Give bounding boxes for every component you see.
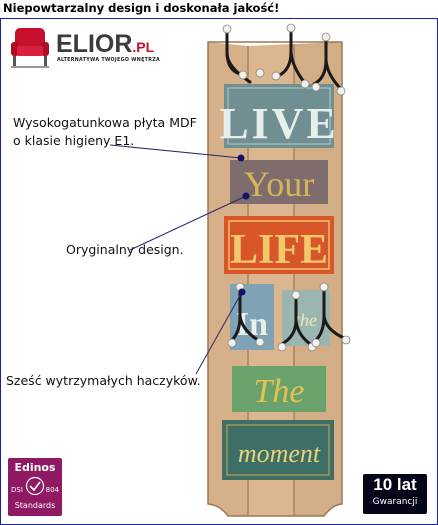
brand-tagline: ALTERNATYWA TWOJEGO WNĘTRZA <box>57 58 161 63</box>
warranty-years: 10 lat <box>373 475 417 494</box>
word-the: The <box>254 373 305 410</box>
callout-design: Oryginalny design. <box>66 242 184 257</box>
callout-hooks: Sześć wytrzymałych haczyków. <box>6 373 201 388</box>
shield-icon <box>25 476 45 496</box>
sign-the <box>232 366 326 412</box>
word-the-small: the <box>295 310 317 330</box>
brand-suffix: .PL <box>132 39 155 55</box>
callout-mdf: Wysokogatunkowa płyta MDF o klasie higie… <box>13 114 197 150</box>
callout-leaders <box>109 144 250 375</box>
headline-text: Niepowtarzalny design i doskonała jakość… <box>3 1 280 15</box>
word-moment: moment <box>238 439 321 468</box>
hook-icon <box>225 30 342 90</box>
edinos-dsi: DSI <box>11 486 23 494</box>
word-life: LIFE <box>230 227 328 273</box>
headline-bar: Niepowtarzalny design i doskonała jakość… <box>0 0 438 19</box>
hook-knobs-middle <box>227 282 351 352</box>
callout-mdf-line1: Wysokogatunkowa płyta MDF <box>13 115 197 130</box>
edinos-badge: Edinos DSI 804 Standards <box>8 458 62 516</box>
edinos-standards: Standards <box>14 501 56 510</box>
callout-mdf-line2: o klasie higieny E1. <box>13 133 135 148</box>
word-your: Your <box>244 164 314 204</box>
armchair-icon <box>11 28 49 68</box>
warranty-badge: 10 lat Gwarancji <box>363 474 427 514</box>
warranty-label: Gwarancji <box>372 497 418 507</box>
elior-logo[interactable]: ELIOR.PL ALTERNATYWA TWOJEGO WNĘTRZA <box>8 24 160 70</box>
edinos-title: Edinos <box>14 461 56 474</box>
brand-name: ELIOR.PL <box>56 30 154 59</box>
edinos-number: 804 <box>45 486 59 494</box>
hook-knobs-top <box>222 23 346 96</box>
hook-icon-middle <box>230 288 346 346</box>
sign-live <box>224 84 334 148</box>
word-live: LIVE <box>219 99 339 148</box>
sign-life <box>224 216 334 274</box>
sign-moment <box>222 420 334 480</box>
brand-main: ELIOR <box>56 30 133 58</box>
